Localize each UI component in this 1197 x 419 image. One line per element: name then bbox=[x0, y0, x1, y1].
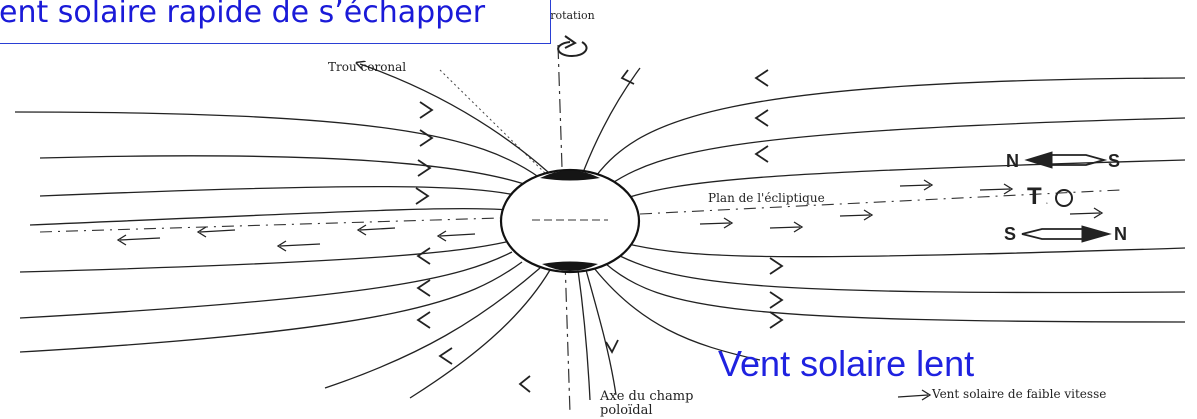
polarity-north-top: N bbox=[1006, 151, 1019, 171]
field-line bbox=[360, 64, 549, 173]
field-line bbox=[605, 263, 1186, 323]
ecliptic-plane-label: Plan de l'écliptique bbox=[708, 191, 825, 205]
field-line bbox=[619, 255, 1186, 294]
polarity-letter-t: T bbox=[1027, 183, 1042, 210]
slow-wind-legend-label: Vent solaire de faible vitesse bbox=[931, 387, 1106, 401]
north-cap bbox=[540, 170, 600, 181]
field-line bbox=[585, 269, 617, 396]
field-line bbox=[19, 251, 513, 319]
sun bbox=[499, 168, 641, 274]
field-axis-label-line2: poloïdal bbox=[600, 403, 653, 418]
field-axis-label-line1: Axe du champ bbox=[599, 389, 693, 404]
field-line bbox=[583, 67, 641, 171]
field-line bbox=[39, 155, 531, 187]
fast-wind-title-box: ent solaire rapide de s’échapper bbox=[0, 0, 551, 44]
polarity-north-bottom: N bbox=[1114, 224, 1127, 244]
field-line bbox=[607, 117, 1186, 187]
field-line bbox=[593, 267, 761, 361]
field-line bbox=[627, 243, 1186, 258]
field-line bbox=[19, 241, 507, 273]
polarity-south-top: S bbox=[1108, 151, 1120, 171]
rotation-axis bbox=[557, 35, 588, 414]
coronal-hole-pointer bbox=[439, 69, 549, 177]
field-arrowheads bbox=[415, 69, 784, 393]
field-line bbox=[19, 261, 523, 353]
field-line bbox=[39, 185, 521, 197]
polarity-south-bottom: S bbox=[1004, 224, 1016, 244]
field-line bbox=[577, 269, 591, 401]
polarity-arrows bbox=[1021, 151, 1112, 243]
south-cap bbox=[542, 261, 598, 271]
magnetic-field-lines bbox=[14, 64, 1186, 401]
field-line bbox=[29, 207, 509, 226]
sun-disc bbox=[499, 168, 641, 274]
coronal-hole-label: Trou coronal bbox=[328, 60, 406, 74]
field-line bbox=[409, 269, 551, 399]
field-line bbox=[14, 111, 541, 179]
field-line bbox=[324, 267, 541, 389]
field-line bbox=[595, 77, 1186, 177]
slow-wind-arrows bbox=[116, 179, 1104, 401]
slow-wind-title: Vent solaire lent bbox=[718, 343, 975, 384]
ecliptic-plane-line bbox=[39, 189, 1121, 233]
fast-wind-title: ent solaire rapide de s’échapper bbox=[0, 0, 486, 30]
polarity-letter-o: O bbox=[1046, 203, 1048, 205]
field-line bbox=[619, 159, 1186, 201]
